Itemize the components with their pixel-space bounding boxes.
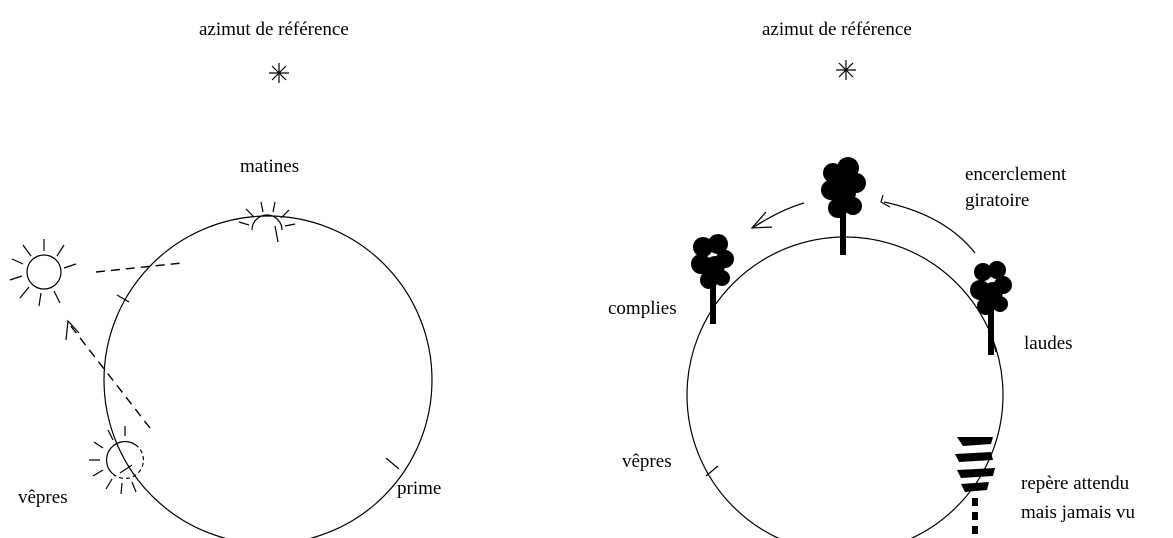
tree-icon-top	[821, 157, 866, 255]
left-tick-lower-left	[119, 464, 133, 474]
sun-icon-vepres	[89, 426, 145, 495]
tree-icon-laudes	[970, 261, 1012, 355]
left-tick-prime	[385, 457, 400, 470]
left-label-matines: matines	[240, 156, 299, 177]
right-reference-star-icon	[836, 60, 856, 80]
right-circle	[686, 236, 1004, 538]
right-label-encerclement: encerclement	[965, 164, 1067, 185]
gyratory-arrow-right	[880, 194, 976, 254]
right-panel: azimut de référence encerclement giratoi…	[608, 19, 1135, 538]
right-label-laudes: laudes	[1024, 333, 1073, 354]
left-dashed-arrow	[65, 319, 151, 429]
right-label-giratoire: giratoire	[965, 190, 1029, 211]
right-tick-vepres	[705, 465, 719, 477]
right-reference-label: azimut de référence	[762, 19, 912, 40]
right-label-repere-line2: mais jamais vu	[1021, 502, 1135, 523]
dashed-tree-icon-repere	[955, 437, 995, 534]
left-label-vepres: vêpres	[18, 487, 68, 508]
left-panel: azimut de référence matines vêpres prime	[9, 19, 441, 538]
left-tick-upper-left	[116, 294, 130, 303]
sun-icon-matines	[238, 201, 296, 231]
left-reference-star-icon	[269, 63, 289, 83]
left-reference-label: azimut de référence	[199, 19, 349, 40]
gyratory-arrow-left	[750, 202, 805, 229]
left-dashed-sightline-top	[95, 262, 183, 273]
tree-icon-complies	[691, 234, 734, 324]
right-label-complies: complies	[608, 298, 677, 319]
left-tick-matines	[274, 225, 279, 243]
left-label-prime: prime	[397, 478, 441, 499]
sun-icon-left	[9, 239, 77, 307]
right-label-vepres: vêpres	[622, 451, 672, 472]
left-circle	[103, 215, 433, 538]
right-label-repere-line1: repère attendu	[1021, 473, 1130, 494]
